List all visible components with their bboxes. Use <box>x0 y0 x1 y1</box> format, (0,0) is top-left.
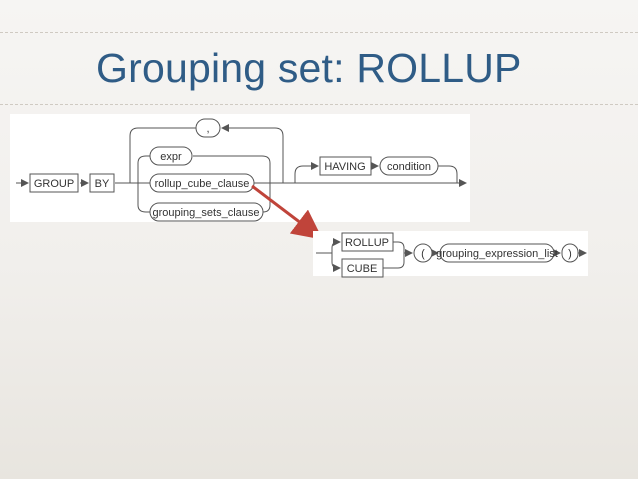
syntax-box-rollup-cube-clause: rollup_cube_clause <box>149 173 255 193</box>
top-divider <box>0 32 638 33</box>
svg-text:expr: expr <box>160 151 182 163</box>
svg-text:BY: BY <box>95 178 110 190</box>
syntax-box-close-paren: ) <box>561 243 579 263</box>
syntax-box-having: HAVING <box>319 156 372 176</box>
link-arrow <box>251 184 323 240</box>
syntax-box-grouping-sets-clause: grouping_sets_clause <box>149 202 264 222</box>
svg-text:grouping_expression_list: grouping_expression_list <box>436 248 558 260</box>
title-divider <box>0 104 638 105</box>
syntax-box-expr: expr <box>149 146 193 166</box>
syntax-box-grouping-expression-list: grouping_expression_list <box>436 243 558 263</box>
syntax-box-open-paren: ( <box>413 243 433 263</box>
syntax-box-cube: CUBE <box>341 258 384 278</box>
svg-text:rollup_cube_clause: rollup_cube_clause <box>155 178 250 190</box>
syntax-box-by: BY <box>89 173 115 193</box>
svg-text:(: ( <box>421 248 425 260</box>
slide-title: Grouping set: ROLLUP <box>96 45 522 91</box>
syntax-box-group: GROUP <box>29 173 79 193</box>
syntax-box-comma: , <box>195 118 221 138</box>
svg-text:): ) <box>568 248 572 260</box>
syntax-box-condition: condition <box>379 156 439 176</box>
syntax-box-rollup: ROLLUP <box>341 232 394 252</box>
svg-text:condition: condition <box>387 161 431 173</box>
svg-text:grouping_sets_clause: grouping_sets_clause <box>152 207 259 219</box>
svg-text:CUBE: CUBE <box>347 263 378 275</box>
svg-text:GROUP: GROUP <box>34 178 74 190</box>
svg-text:HAVING: HAVING <box>324 161 365 173</box>
svg-text:,: , <box>206 123 209 135</box>
svg-text:ROLLUP: ROLLUP <box>345 237 389 249</box>
